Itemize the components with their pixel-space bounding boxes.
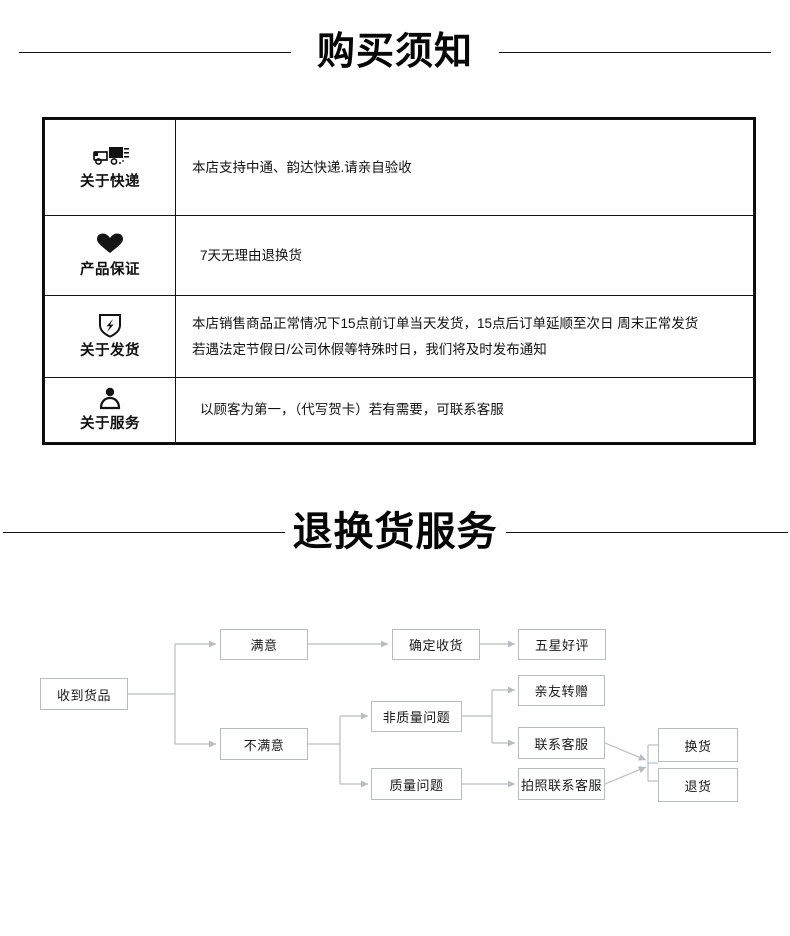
table-row-text-cell: 以顾客为第一，（代写贺卡）若有需要，可联系客服 [175,377,754,443]
flow-node-label: 收到货品 [56,687,111,703]
table-row-text-line: 本店支持中通、韵达快递.请亲自验收 [192,159,412,175]
table-row: 关于发货 本店销售商品正常情况下15点前订单当天发货，15点后订单延顺至次日 周… [44,295,754,378]
flow-node-confirm[interactable]: 确定收货 [392,629,480,660]
table-row-text-cell: 本店销售商品正常情况下15点前订单当天发货，15点后订单延顺至次日 周末正常发货… [175,295,754,378]
table-row-label: 关于快递 [80,173,140,190]
title-rule-left [18,51,291,53]
flow-node-label: 拍照联系客服 [520,777,602,793]
flow-node-label: 五星好评 [534,638,589,653]
table-row-icon-cell: 关于服务 [44,377,176,443]
flow-node-received[interactable]: 收到货品 [40,678,128,710]
shield-bolt-icon [45,313,175,339]
table-row-label: 关于发货 [80,342,140,359]
table-row-text-line: 以顾客为第一，（代写贺卡）若有需要，可联系客服 [200,402,504,417]
flow-node-label: 满意 [250,638,278,653]
user-icon [45,386,175,412]
title-rule-left [2,531,285,533]
return-service-flowchart: 收到货品 满意 确定收货 五星好评 不满意 非质量问题 质量问题 亲友转赠 联系… [0,600,790,830]
buy-notice-section-title: 购买须知 [0,26,790,78]
flow-node-contact[interactable]: 联系客服 [518,727,605,759]
table-row-icon-cell: 关于快递 [44,119,176,216]
flow-node-label: 亲友转赠 [534,684,589,699]
flowchart-connectors [128,640,658,788]
return-service-title: 退换货服务 [292,509,498,554]
flow-node-gift[interactable]: 亲友转赠 [518,675,605,706]
flow-node-label: 退货 [684,778,712,794]
table-row-text-cell: 本店支持中通、韵达快递.请亲自验收 [175,119,754,216]
table-row-label: 关于服务 [80,416,140,432]
flow-node-label: 确定收货 [408,638,463,653]
buy-notice-table: 关于快递 本店支持中通、韵达快递.请亲自验收 产品保证 7天无理由退换货 [42,117,756,445]
flow-node-label: 质量问题 [389,777,444,793]
table-row-text-cell: 7天无理由退换货 [175,215,754,296]
return-service-section-title: 退换货服务 [0,505,790,559]
flow-node-label: 非质量问题 [382,710,451,725]
page-title: 购买须知 [316,31,473,73]
truck-icon [45,144,175,170]
table-row-text-line: 若遇法定节假日/公司休假等特殊时日，我们将及时发布通知 [192,341,547,357]
flow-node-refund[interactable]: 退货 [658,768,738,802]
flow-node-non-quality[interactable]: 非质量问题 [371,701,462,732]
flow-node-label: 联系客服 [534,736,589,752]
title-rule-right [499,51,771,53]
flow-node-quality[interactable]: 质量问题 [371,768,462,800]
table-row-icon-cell: 产品保证 [44,215,176,296]
table-row-icon-cell: 关于发货 [44,295,176,378]
table-row: 关于快递 本店支持中通、韵达快递.请亲自验收 [44,119,754,216]
heart-icon [45,232,175,258]
flow-node-unsatisfied[interactable]: 不满意 [220,728,308,760]
title-rule-right [505,531,788,533]
flow-node-satisfied[interactable]: 满意 [220,629,308,660]
flow-node-photo-contact[interactable]: 拍照联系客服 [518,768,605,800]
table-row: 产品保证 7天无理由退换货 [44,215,754,296]
table-row-text-line: 本店销售商品正常情况下15点前订单当天发货，15点后订单延顺至次日 周末正常发货 [192,315,699,331]
flow-node-exchange[interactable]: 换货 [658,728,738,762]
table-row-text-line: 7天无理由退换货 [200,247,303,263]
flow-node-label: 不满意 [243,737,285,753]
flow-node-label: 换货 [684,738,712,754]
table-row: 关于服务 以顾客为第一，（代写贺卡）若有需要，可联系客服 [44,377,754,443]
flow-node-five-star[interactable]: 五星好评 [518,629,606,660]
table-row-label: 产品保证 [80,261,140,278]
